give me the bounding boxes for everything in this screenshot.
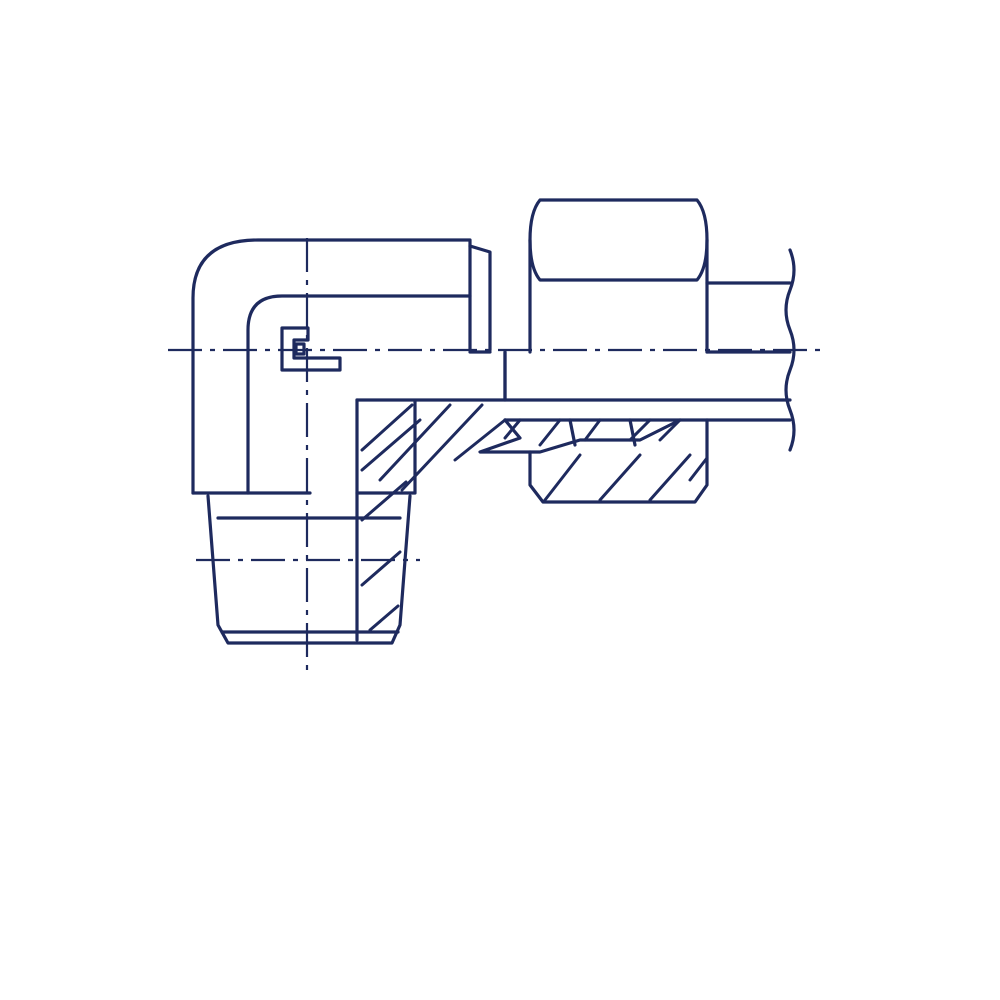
elbow-outer-contour: [191, 238, 472, 495]
nut-hex-side: [528, 238, 709, 354]
ring-hatch: [503, 418, 682, 447]
body-section-hatching: [360, 403, 507, 492]
elbow-vertical-shoulder: [191, 398, 359, 642]
thread-inner: [216, 516, 402, 634]
tube-upper-wall: [705, 281, 792, 354]
center-lines: [168, 238, 822, 672]
elbow-step-to-union: [468, 244, 492, 354]
nut-section-hatch: [543, 453, 709, 502]
tube: [503, 248, 796, 452]
union-nut: [528, 198, 709, 504]
nut-section-lower: [528, 418, 709, 504]
cutting-ring: [478, 418, 682, 454]
ring-contour: [478, 418, 682, 454]
elbow-inner-bore: [246, 294, 472, 495]
ring-inner: [568, 418, 637, 447]
nut-hex-top: [528, 198, 709, 282]
elbow-body-lower-edge: [355, 350, 507, 495]
seal-outer: [280, 326, 342, 372]
thread-outer: [206, 494, 412, 645]
thread-section-hatch: [360, 418, 422, 632]
tube-lower-wall: [503, 350, 792, 422]
male-thread-stud: [206, 418, 422, 645]
body-hatch-lines: [360, 403, 507, 492]
elbow-body: [191, 238, 507, 642]
